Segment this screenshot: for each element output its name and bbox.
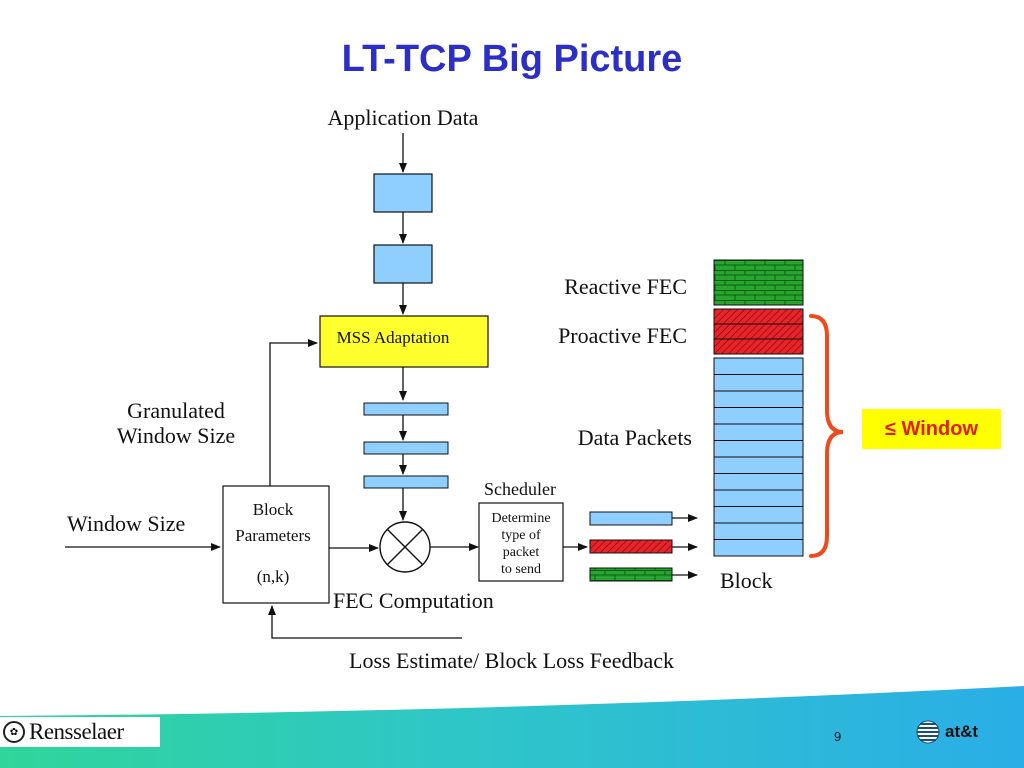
loss-feedback-label: Loss Estimate/ Block Loss Feedback	[349, 648, 674, 673]
scheduler-box-line4: to send	[501, 562, 541, 577]
fec-computation-label: FEC Computation	[333, 588, 494, 613]
data-segment-box-1	[373, 173, 433, 213]
output-data-packet	[589, 511, 673, 526]
scheduler-box-line3: packet	[503, 545, 540, 560]
data-packet-row	[713, 374, 804, 392]
rensselaer-name: Rensselaer	[29, 719, 124, 744]
data-packet-row	[713, 390, 804, 408]
data-packet-row	[713, 522, 804, 540]
scheduler-box-line2: type of	[501, 528, 541, 543]
data-packets-stack	[713, 357, 804, 557]
att-globe-icon	[916, 720, 940, 744]
fec-computation-node	[379, 521, 431, 573]
proactive-fec-stack	[713, 308, 804, 355]
data-packet-row	[713, 473, 804, 491]
block-label: Block	[720, 568, 773, 593]
granulated-window-label-line2: Window Size	[117, 423, 235, 448]
granulated-packet-2	[363, 441, 449, 455]
rensselaer-logo: ✿ Rensselaer	[0, 717, 160, 747]
data-packet-row	[713, 440, 804, 458]
data-packets-label: Data Packets	[578, 425, 692, 450]
window-brace	[809, 314, 844, 558]
block-parameters-line1: Block	[253, 500, 294, 519]
granulated-window-label-line1: Granulated	[127, 398, 225, 423]
rensselaer-seal-icon: ✿	[3, 721, 25, 743]
data-packet-row	[713, 357, 804, 375]
granulated-packet-1	[363, 402, 449, 416]
block-parameters-line3: (n,k)	[257, 567, 290, 586]
slide-title: LT-TCP Big Picture	[341, 38, 683, 80]
scheduler-label: Scheduler	[484, 479, 556, 499]
data-packet-row	[713, 506, 804, 524]
granulated-packet-3	[363, 475, 449, 489]
block-parameters-box	[222, 485, 330, 604]
scheduler-box-line1: Determine	[491, 511, 550, 526]
att-name: at&t	[945, 722, 979, 741]
output-reactive-fec-packet	[589, 567, 673, 582]
data-packet-row	[713, 539, 804, 557]
att-logo: at&t	[916, 720, 978, 744]
data-packet-row	[713, 423, 804, 441]
reactive-fec-stack	[713, 259, 804, 306]
mss-adaptation-label: MSS Adaptation	[337, 328, 450, 347]
data-segment-box-2	[373, 244, 433, 284]
data-packet-row	[713, 489, 804, 507]
page-number: 9	[834, 729, 842, 744]
application-data-label: Application Data	[328, 105, 479, 130]
window-badge: ≤ Window	[862, 409, 1001, 449]
window-size-label: Window Size	[67, 511, 185, 536]
mss-adaptation-box	[319, 315, 489, 368]
data-packet-row	[713, 456, 804, 474]
reactive-fec-label: Reactive FEC	[564, 274, 687, 299]
output-proactive-fec-packet	[589, 539, 673, 554]
block-parameters-line2: Parameters	[235, 526, 311, 545]
data-packet-row	[713, 407, 804, 425]
footer-gradient-band	[0, 686, 1024, 768]
proactive-fec-label: Proactive FEC	[558, 323, 687, 348]
scheduler-box	[478, 502, 564, 582]
